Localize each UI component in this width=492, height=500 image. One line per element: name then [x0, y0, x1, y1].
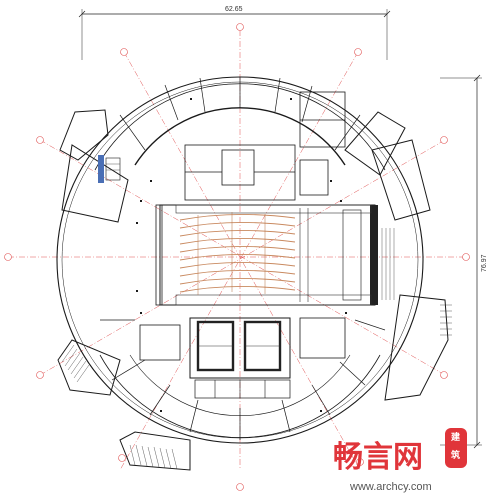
- axis-lines: [8, 30, 470, 471]
- south-rooms: [139, 317, 346, 399]
- watermark-brand: 畅言网: [333, 440, 423, 475]
- watermark: 畅言网 建 筑 www.archcy.com: [333, 428, 467, 493]
- west-entrance: [98, 155, 121, 183]
- top-dimension-label: 62.65: [225, 6, 243, 13]
- room-partitions: [100, 77, 386, 440]
- right-dimension: 76.97: [440, 74, 488, 449]
- watermark-tag-2: 筑: [451, 449, 460, 461]
- top-dimension: 62.65: [78, 6, 391, 60]
- watermark-tag-1: 建: [451, 431, 461, 443]
- right-dimension-label: 76.97: [481, 254, 488, 272]
- stair-hatching: [61, 228, 452, 470]
- columns: [136, 98, 347, 412]
- outer-wings: [57, 109, 449, 471]
- north-core-rooms: [184, 91, 346, 201]
- auditorium: [155, 204, 378, 306]
- axis-markers: [4, 23, 470, 491]
- watermark-url: www.archcy.com: [349, 481, 432, 493]
- seating-rows: [179, 212, 296, 295]
